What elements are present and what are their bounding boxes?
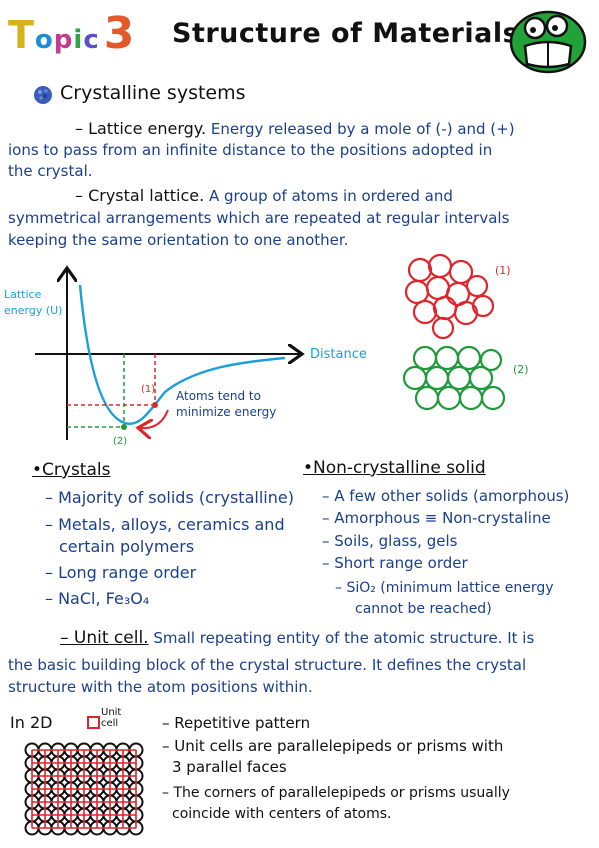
- topic-letter: c: [83, 25, 100, 55]
- bullet-2d: – Repetitive pattern: [162, 714, 311, 732]
- crystal-lattice-term: – Crystal lattice.: [75, 186, 205, 205]
- disordered-cluster: [404, 253, 495, 340]
- crystals-heading: •Crystals: [32, 460, 111, 480]
- lattice-energy-definition: ions to pass from an infinite distance t…: [8, 141, 493, 159]
- point-1-marker: [152, 402, 158, 408]
- minimize-arrow: [140, 409, 169, 428]
- topic-title: Topic3: [8, 8, 135, 59]
- topic-letter: 3: [103, 8, 136, 59]
- unit-cell-legend-icon: [87, 716, 100, 729]
- crystals-item: – Majority of solids (crystalline): [45, 488, 294, 507]
- unit-cell-definition: Small repeating entity of the atomic str…: [153, 629, 535, 647]
- crystal-lattice-line: – Crystal lattice. A group of atoms in o…: [75, 185, 453, 207]
- page-title: Structure of Materials: [172, 18, 520, 49]
- y-axis-label: Lattice: [4, 288, 42, 301]
- noncrystalline-item: cannot be reached): [355, 601, 492, 617]
- unit-cell-legend: Unit cell: [101, 707, 121, 729]
- crystals-item: – Metals, alloys, ceramics and: [45, 515, 285, 534]
- topic-letter: T: [8, 13, 35, 57]
- crystals-item: certain polymers: [59, 537, 195, 556]
- topic-letter: o: [34, 25, 54, 55]
- lattice-energy-term: – Lattice energy.: [75, 119, 207, 138]
- bullet-2d: – Unit cells are parallelepipeds or pris…: [162, 737, 504, 755]
- lattice-energy-graph: Lattice energy (U) Distance (1) (2) Atom…: [4, 260, 367, 447]
- noncrystalline-item: – Amorphous ≡ Non-crystaline: [322, 509, 551, 527]
- lattice-energy-definition: the crystal.: [8, 162, 93, 180]
- crystals-item: – NaCl, Fe₃O₄: [45, 589, 150, 608]
- point-2-label: (2): [113, 436, 127, 447]
- blue-ball-icon: [34, 86, 52, 104]
- bullet-2d: – The corners of parallelepipeds or pris…: [162, 785, 510, 801]
- cluster-2-label: (2): [513, 363, 529, 376]
- legend-text: cell: [101, 718, 119, 729]
- buck-tooth-face-icon: [509, 10, 587, 74]
- in2d-label: In 2D: [10, 713, 53, 732]
- crystal-lattice-definition: keeping the same orientation to one anot…: [8, 231, 349, 249]
- noncrystalline-heading: •Non-crystalline solid: [303, 458, 486, 478]
- topic-letter: p: [53, 25, 74, 55]
- lattice-energy-definition: Energy released by a mole of (-) and (+): [210, 120, 515, 138]
- lattice-energy-line: – Lattice energy. Energy released by a m…: [75, 118, 515, 140]
- noncrystalline-item: – A few other solids (amorphous): [322, 487, 570, 505]
- point-2-marker: [121, 424, 127, 430]
- section-heading: Crystalline systems: [60, 82, 246, 104]
- noncrystalline-item: – Soils, glass, gels: [322, 532, 458, 550]
- unit-cell-definition: the basic building block of the crystal …: [8, 656, 527, 674]
- crystals-item: – Long range order: [45, 563, 197, 582]
- legend-text: Unit: [101, 707, 122, 718]
- noncrystalline-item: – SiO₂ (minimum lattice energy: [335, 580, 554, 596]
- annotation: minimize energy: [176, 405, 276, 419]
- unit-cell-definition: structure with the atom positions within…: [8, 678, 313, 696]
- cluster-1-label: (1): [495, 264, 511, 277]
- y-axis-label: energy (U): [4, 304, 62, 317]
- atom-clusters: (1) (2): [402, 253, 529, 411]
- noncrystalline-item: – Short range order: [322, 554, 468, 572]
- crystal-lattice-definition: A group of atoms in ordered and: [209, 187, 453, 205]
- x-axis-label: Distance: [310, 347, 367, 362]
- annotation: Atoms tend to: [176, 389, 261, 403]
- bullet-2d: 3 parallel faces: [172, 758, 287, 776]
- unit-cell-lattice: [24, 742, 144, 836]
- point-1-label: (1): [141, 384, 155, 395]
- ordered-cluster: [402, 345, 506, 411]
- unit-cell-term: – Unit cell.: [60, 628, 149, 648]
- unit-cell-line: – Unit cell. Small repeating entity of t…: [60, 628, 534, 649]
- crystal-lattice-definition: symmetrical arrangements which are repea…: [8, 209, 510, 227]
- topic-letter: i: [73, 25, 84, 55]
- bullet-2d: coincide with centers of atoms.: [172, 806, 392, 822]
